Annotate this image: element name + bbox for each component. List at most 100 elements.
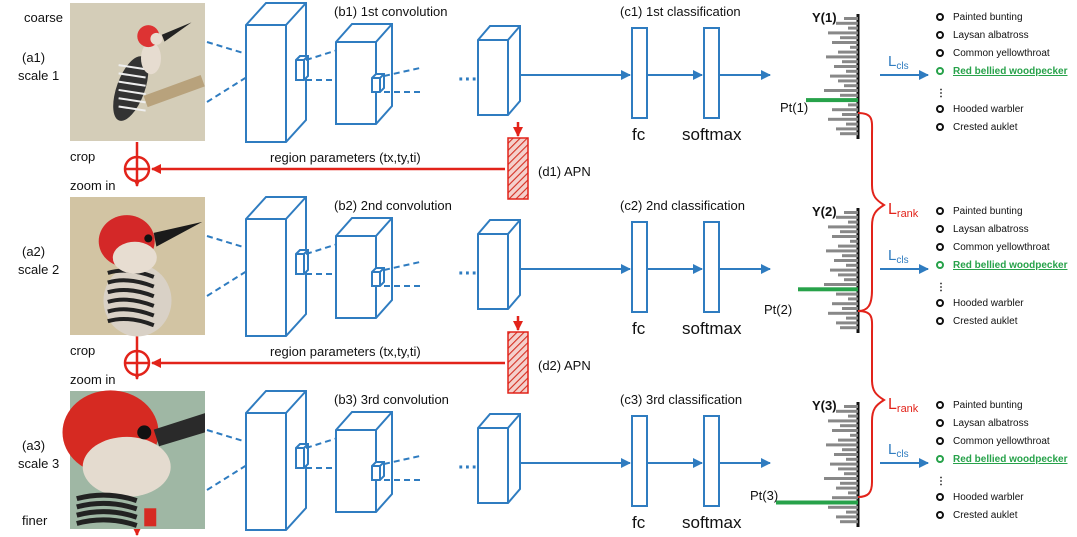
prob-bar [840, 93, 858, 97]
prob-bar [832, 302, 858, 306]
softmax-layer [703, 221, 720, 313]
projection-line [383, 455, 421, 465]
projection-line [206, 41, 251, 56]
scale-label: scale 1 [18, 68, 59, 83]
prob-bar [840, 132, 858, 136]
prob-bar [838, 50, 858, 54]
conv-block-medium [335, 23, 393, 125]
fc-label: fc [632, 319, 646, 338]
prob-bar [844, 84, 858, 88]
class-item: Common yellowthroat [953, 242, 1050, 253]
prob-bar [846, 316, 858, 320]
prob-bar [848, 26, 858, 30]
class-item-highlight: Red bellied woodpecker [953, 66, 1068, 77]
prob-bar [824, 89, 858, 92]
y-vector-label: Y(3) [812, 398, 837, 413]
prob-bar [842, 254, 858, 258]
class-ellipsis: ⋮ [936, 282, 946, 293]
prob-bar [842, 307, 858, 310]
woodpecker-photo [113, 22, 205, 121]
classification-label: (c3) 3rd classification [620, 392, 742, 407]
conv-block-large [245, 390, 307, 531]
class-item: Painted bunting [953, 400, 1023, 411]
class-bullet [936, 401, 944, 409]
class-item: Common yellowthroat [953, 436, 1050, 447]
conv-block-final [477, 413, 521, 504]
class-bullet [936, 243, 944, 251]
prob-bar [848, 414, 858, 418]
crop-zoom-operator-1 [123, 155, 151, 183]
lcls-label: Lcls [888, 441, 909, 460]
prob-bar [832, 41, 858, 44]
prob-bar [848, 491, 858, 495]
class-item: Hooded warbler [953, 104, 1024, 115]
class-bullet [936, 299, 944, 307]
y-vector-label: Y(2) [812, 204, 837, 219]
apn-label: (d2) APN [538, 358, 591, 373]
prob-bar [838, 273, 858, 277]
prob-bar [844, 211, 858, 214]
target-prob-bar [776, 500, 858, 505]
softmax-label: softmax [682, 513, 742, 532]
class-bullet [936, 419, 944, 427]
prob-bar [836, 321, 858, 325]
conv-label: (b1) 1st convolution [334, 4, 447, 19]
class-bullet [936, 261, 944, 269]
projection-line [206, 462, 251, 491]
receptive-patch [371, 267, 385, 287]
prob-bar [850, 45, 858, 49]
class-bullet [936, 511, 944, 519]
prob-bar [836, 127, 858, 131]
projection-line [206, 235, 251, 250]
class-bullet [936, 455, 944, 463]
class-item: Hooded warbler [953, 298, 1024, 309]
crop-label-2: crop [70, 343, 95, 358]
crop-zoom-operator-2 [123, 349, 151, 377]
prob-bar [836, 515, 858, 519]
prob-bar [846, 510, 858, 514]
ellipsis-dots: ··· [458, 69, 478, 91]
prob-bar [826, 55, 858, 59]
prob-bar [850, 239, 858, 243]
prob-bar [844, 17, 858, 20]
class-bullet [936, 123, 944, 131]
prob-bar [826, 443, 858, 447]
prob-bar [838, 438, 858, 442]
projection-line [206, 429, 251, 444]
projection-line [383, 261, 421, 271]
prob-bar [828, 505, 858, 509]
prob-bar [840, 481, 858, 485]
prob-bar [846, 122, 858, 126]
apn-block [507, 137, 529, 200]
coarse-label: coarse [24, 10, 63, 25]
prob-bar [848, 297, 858, 301]
prob-bar [846, 457, 858, 461]
class-ellipsis: ⋮ [936, 88, 946, 99]
prob-bar [832, 429, 858, 432]
region-params-label-2: region parameters (tx,ty,ti) [270, 344, 421, 359]
class-bullet [936, 437, 944, 445]
receptive-patch [295, 249, 309, 275]
target-prob-bar [806, 98, 858, 103]
y-vector-label: Y(1) [812, 10, 837, 25]
prob-bar [840, 424, 858, 428]
conv-label: (b2) 2nd convolution [334, 198, 452, 213]
lcls-label: Lcls [888, 53, 909, 72]
class-item: Crested auklet [953, 316, 1018, 327]
woodpecker-photo [62, 390, 205, 528]
fc-layer [631, 221, 648, 313]
projection-line [383, 67, 421, 77]
prob-bar [836, 21, 858, 25]
ellipsis-dots: ··· [458, 457, 478, 479]
scale-label: scale 3 [18, 456, 59, 471]
class-item: Crested auklet [953, 122, 1018, 133]
receptive-patch [371, 461, 385, 481]
class-bullet [936, 317, 944, 325]
lrank-label-1: Lrank [888, 201, 919, 220]
class-item: Laysan albatross [953, 418, 1029, 429]
class-bullet [936, 493, 944, 501]
woodpecker-photo [98, 215, 203, 337]
conv-block-final [477, 219, 521, 310]
